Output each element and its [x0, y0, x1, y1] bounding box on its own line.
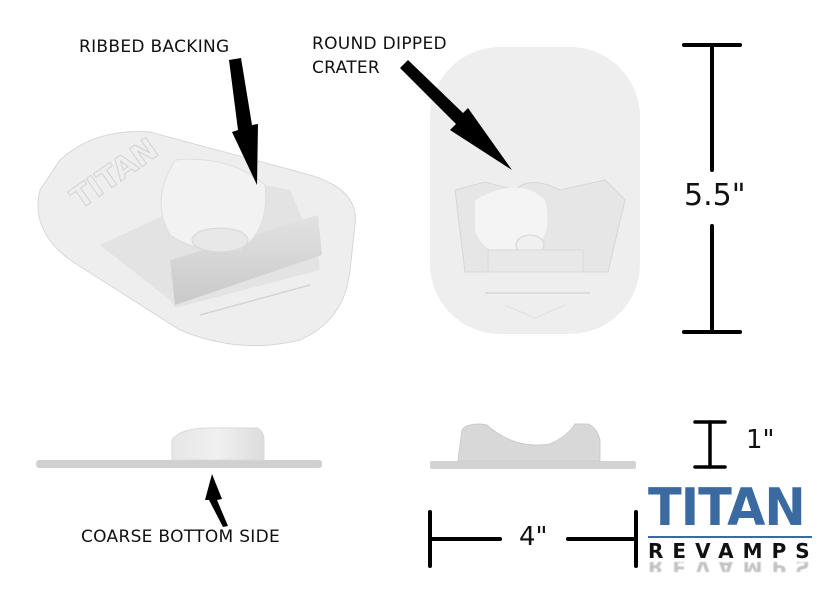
ribbed-backing-arrow [229, 58, 258, 185]
coarse-bottom-arrow [205, 474, 228, 527]
front-view [430, 423, 636, 469]
coarse-bottom-side-label: COARSE BOTTOM SIDE [81, 527, 281, 547]
isometric-view: TITAN [37, 131, 356, 347]
height-dimension-bar [693, 420, 727, 469]
width-dimension-label: 4" [519, 522, 548, 552]
ribbed-backing-label: RIBBED BACKING [79, 37, 230, 57]
length-dimension-bar [682, 43, 742, 334]
width-dimension-bar [428, 510, 638, 568]
top-view [430, 47, 640, 334]
side-view [36, 427, 322, 468]
logo-divider [648, 536, 812, 538]
logo-revamps-text: REVAMPS [648, 539, 819, 563]
logo-titan-text: TITAN [648, 478, 806, 538]
logo-reflection: REVAMPS [648, 562, 818, 572]
length-dimension-label: 5.5" [684, 178, 746, 213]
titan-revamps-logo: TITAN REVAMPS REVAMPS [648, 482, 818, 572]
round-dipped-crater-label-line1: ROUND DIPPED [312, 34, 447, 54]
round-dipped-crater-label-line2: CRATER [312, 58, 381, 78]
round-dipped-crater-arrow [400, 60, 512, 170]
height-dimension-label: 1" [746, 425, 775, 455]
